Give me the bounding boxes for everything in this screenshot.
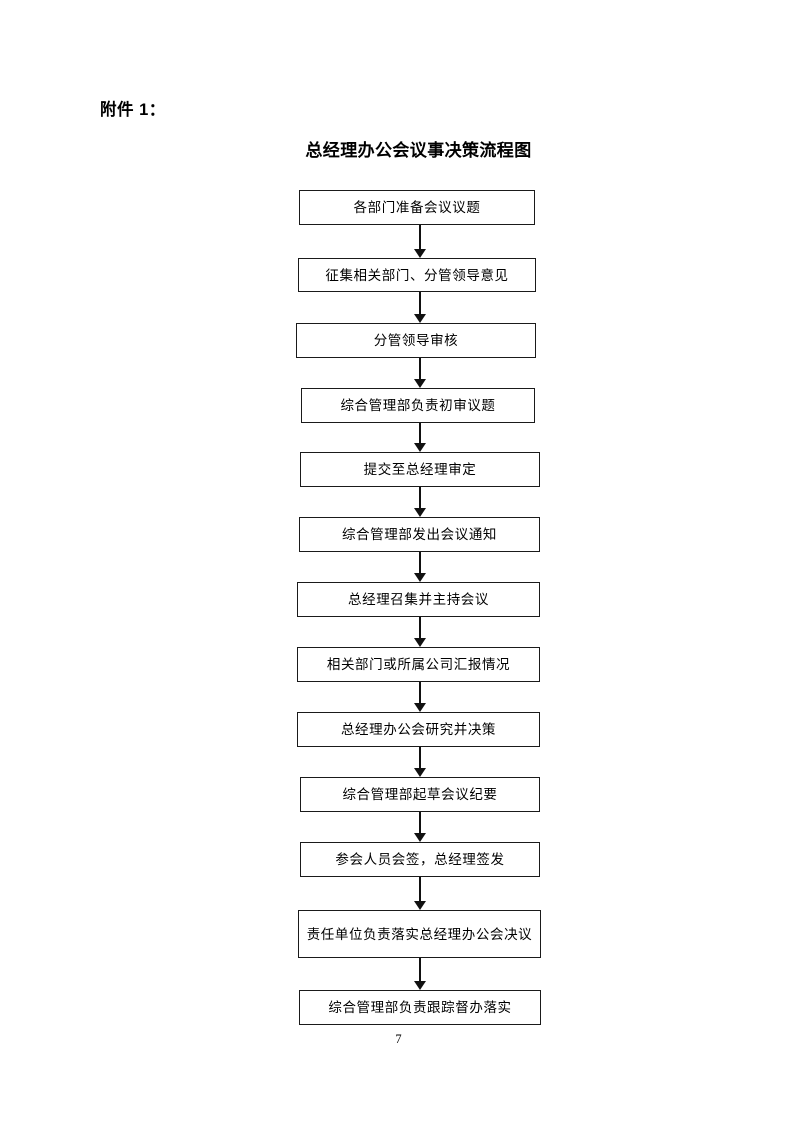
- flow-node-label: 分管领导审核: [373, 333, 459, 348]
- flow-arrow-10: [410, 812, 430, 842]
- flow-arrow-1: [410, 225, 430, 258]
- flow-arrow-11: [410, 877, 430, 910]
- flow-node-6[interactable]: 综合管理部发出会议通知: [299, 517, 540, 552]
- arrow-line-icon: [419, 292, 421, 315]
- arrow-head-icon: [413, 768, 426, 777]
- flow-arrow-2: [410, 292, 430, 323]
- flow-node-3[interactable]: 分管领导审核: [296, 323, 536, 358]
- flow-node-label: 征集相关部门、分管领导意见: [325, 267, 509, 283]
- flow-node-label: 责任单位负责落实总经理办公会决议: [306, 926, 533, 942]
- arrow-head-icon: [413, 573, 426, 582]
- arrow-line-icon: [419, 225, 421, 250]
- flow-node-label: 综合管理部起草会议纪要: [342, 787, 498, 802]
- flow-arrow-5: [410, 487, 430, 517]
- flow-arrow-4: [410, 423, 430, 452]
- arrow-line-icon: [419, 812, 421, 834]
- arrow-head-icon: [413, 508, 426, 517]
- arrow-line-icon: [419, 358, 421, 380]
- arrow-line-icon: [419, 552, 421, 574]
- arrow-line-icon: [419, 877, 421, 902]
- flow-node-label: 相关部门或所属公司汇报情况: [326, 657, 511, 672]
- flow-node-2[interactable]: 征集相关部门、分管领导意见: [298, 258, 536, 292]
- arrow-head-icon: [413, 443, 426, 452]
- flow-node-12[interactable]: 责任单位负责落实总经理办公会决议: [298, 910, 541, 958]
- arrow-head-icon: [413, 901, 426, 910]
- flow-arrow-3: [410, 358, 430, 388]
- arrow-line-icon: [419, 617, 421, 639]
- arrow-head-icon: [413, 833, 426, 842]
- flow-node-label: 总经理召集并主持会议: [348, 592, 489, 607]
- arrow-line-icon: [419, 423, 421, 444]
- arrow-line-icon: [419, 487, 421, 509]
- page-title: 总经理办公会议事决策流程图: [305, 141, 532, 160]
- flow-node-label: 各部门准备会议议题: [353, 200, 481, 215]
- arrow-head-icon: [413, 314, 426, 323]
- flow-arrow-6: [410, 552, 430, 582]
- arrow-line-icon: [419, 682, 421, 704]
- arrow-head-icon: [413, 249, 426, 258]
- attachment-label: 附件 1：: [100, 101, 166, 119]
- arrow-head-icon: [413, 379, 426, 388]
- flow-node-label: 参会人员会签，总经理签发: [335, 852, 505, 867]
- flow-node-label: 综合管理部负责跟踪督办落实: [328, 1000, 512, 1015]
- flow-arrow-7: [410, 617, 430, 647]
- flow-node-8[interactable]: 相关部门或所属公司汇报情况: [297, 647, 540, 682]
- flow-arrow-12: [410, 958, 430, 990]
- arrow-line-icon: [419, 747, 421, 769]
- arrow-head-icon: [413, 703, 426, 712]
- flow-arrow-9: [410, 747, 430, 777]
- flow-node-5[interactable]: 提交至总经理审定: [300, 452, 540, 487]
- flow-node-4[interactable]: 综合管理部负责初审议题: [301, 388, 535, 423]
- arrow-head-icon: [413, 981, 426, 990]
- flow-node-label: 综合管理部负责初审议题: [340, 398, 496, 413]
- flow-node-11[interactable]: 参会人员会签，总经理签发: [300, 842, 540, 877]
- flow-arrow-8: [410, 682, 430, 712]
- flow-node-9[interactable]: 总经理办公会研究并决策: [297, 712, 540, 747]
- flow-node-10[interactable]: 综合管理部起草会议纪要: [300, 777, 540, 812]
- flow-node-label: 提交至总经理审定: [363, 462, 477, 477]
- arrow-head-icon: [413, 638, 426, 647]
- flow-node-1[interactable]: 各部门准备会议议题: [299, 190, 535, 225]
- arrow-line-icon: [419, 958, 421, 982]
- flow-node-label: 综合管理部发出会议通知: [341, 527, 498, 542]
- page-number: 7: [395, 1032, 402, 1046]
- flow-node-label: 总经理办公会研究并决策: [340, 722, 497, 737]
- flow-node-7[interactable]: 总经理召集并主持会议: [297, 582, 540, 617]
- flow-node-13[interactable]: 综合管理部负责跟踪督办落实: [299, 990, 541, 1025]
